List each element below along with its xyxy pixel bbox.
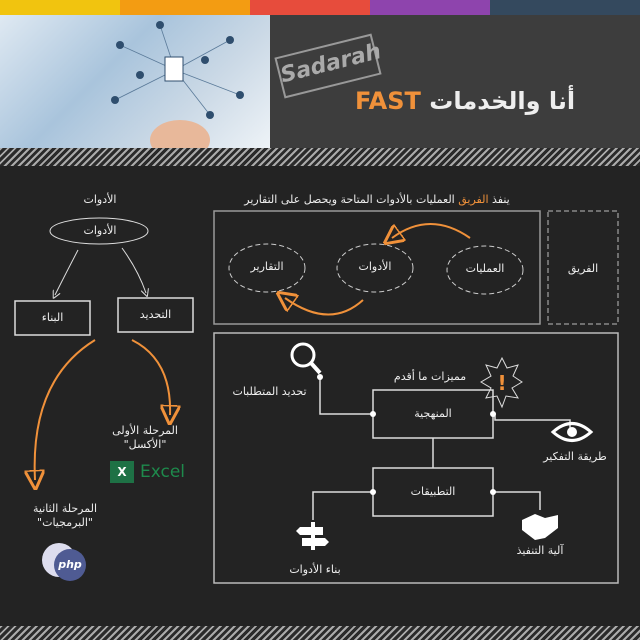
build-label: البناء [41,311,64,324]
operations-label: العمليات [465,262,505,275]
magnifier-icon [290,342,322,375]
build-box [14,300,91,336]
color-bar [0,0,120,15]
execution-label: آلية التنفيذ [516,544,564,557]
eye-icon [550,422,594,442]
phase2-line2: "البرمجيات" [37,516,93,529]
arrow [121,247,146,293]
handshake-icon [522,514,558,540]
caption-part: العمليات بالأدوات المتاحة ويحصل على التق… [244,193,455,206]
orange-arrow [131,339,170,415]
excel-icon: X [110,461,134,483]
signpost-icon [296,522,329,550]
caption-part: ينفذ [492,193,510,206]
tools-heading: الأدوات [83,193,117,206]
excel-label: Excel [140,462,186,482]
applications-label: التطبيقات [410,485,456,498]
header-banner: Sadarah FAST أنا والخدمات [270,15,640,148]
color-bars [0,0,640,15]
team-label: الفريق [567,262,599,275]
title-en: FAST [355,87,421,115]
ellipse-reports [228,243,306,293]
methodology-label: المنهجية [414,407,452,420]
tools-root-ellipse [49,217,149,245]
orange-arrow [35,339,96,480]
ellipse-operations [446,245,524,295]
php-logo: php [42,543,86,581]
warning-burst-icon: ! [480,356,523,409]
team-box [547,210,619,325]
color-bar [120,0,250,15]
features-label: مميزات ما أقدم [393,370,467,383]
color-bar [250,0,370,15]
build-tools-label: بناء الأدوات [289,563,341,576]
caption-highlight: الفريق [458,193,489,206]
header-photo [0,15,270,160]
phase1-line1: المرحلة الأولى [112,424,178,437]
excel-logo: X Excel [110,461,185,483]
arrow [55,249,79,295]
title-ar: أنا والخدمات [429,87,576,115]
process-box [213,210,541,325]
divider-stripes [0,626,640,640]
divider-stripes [0,148,640,166]
phase1-line2: "الأكسل" [123,438,167,451]
ellipse-tools [336,243,414,293]
tools-root-label: الأدوات [83,224,117,237]
reports-label: التقارير [250,260,284,273]
color-bar [490,0,640,15]
thinking-label: طريقة التفكير [543,450,607,463]
define-label: التحديد [139,308,172,321]
team-caption: ينفذ الفريق العمليات بالأدوات المتاحة وي… [214,193,540,206]
requirements-label: تحديد المتطلبات [232,385,307,398]
method-box [213,332,619,584]
php-icon: php [54,549,86,581]
orange-arrow [392,223,471,238]
phase2-line1: المرحلة الثانية [32,502,98,515]
tools-label: الأدوات [358,260,392,273]
page-title: FAST أنا والخدمات [355,87,575,115]
color-bar [370,0,490,15]
define-box [117,297,194,333]
orange-arrow [285,298,364,316]
svg-text:!: ! [497,371,506,395]
